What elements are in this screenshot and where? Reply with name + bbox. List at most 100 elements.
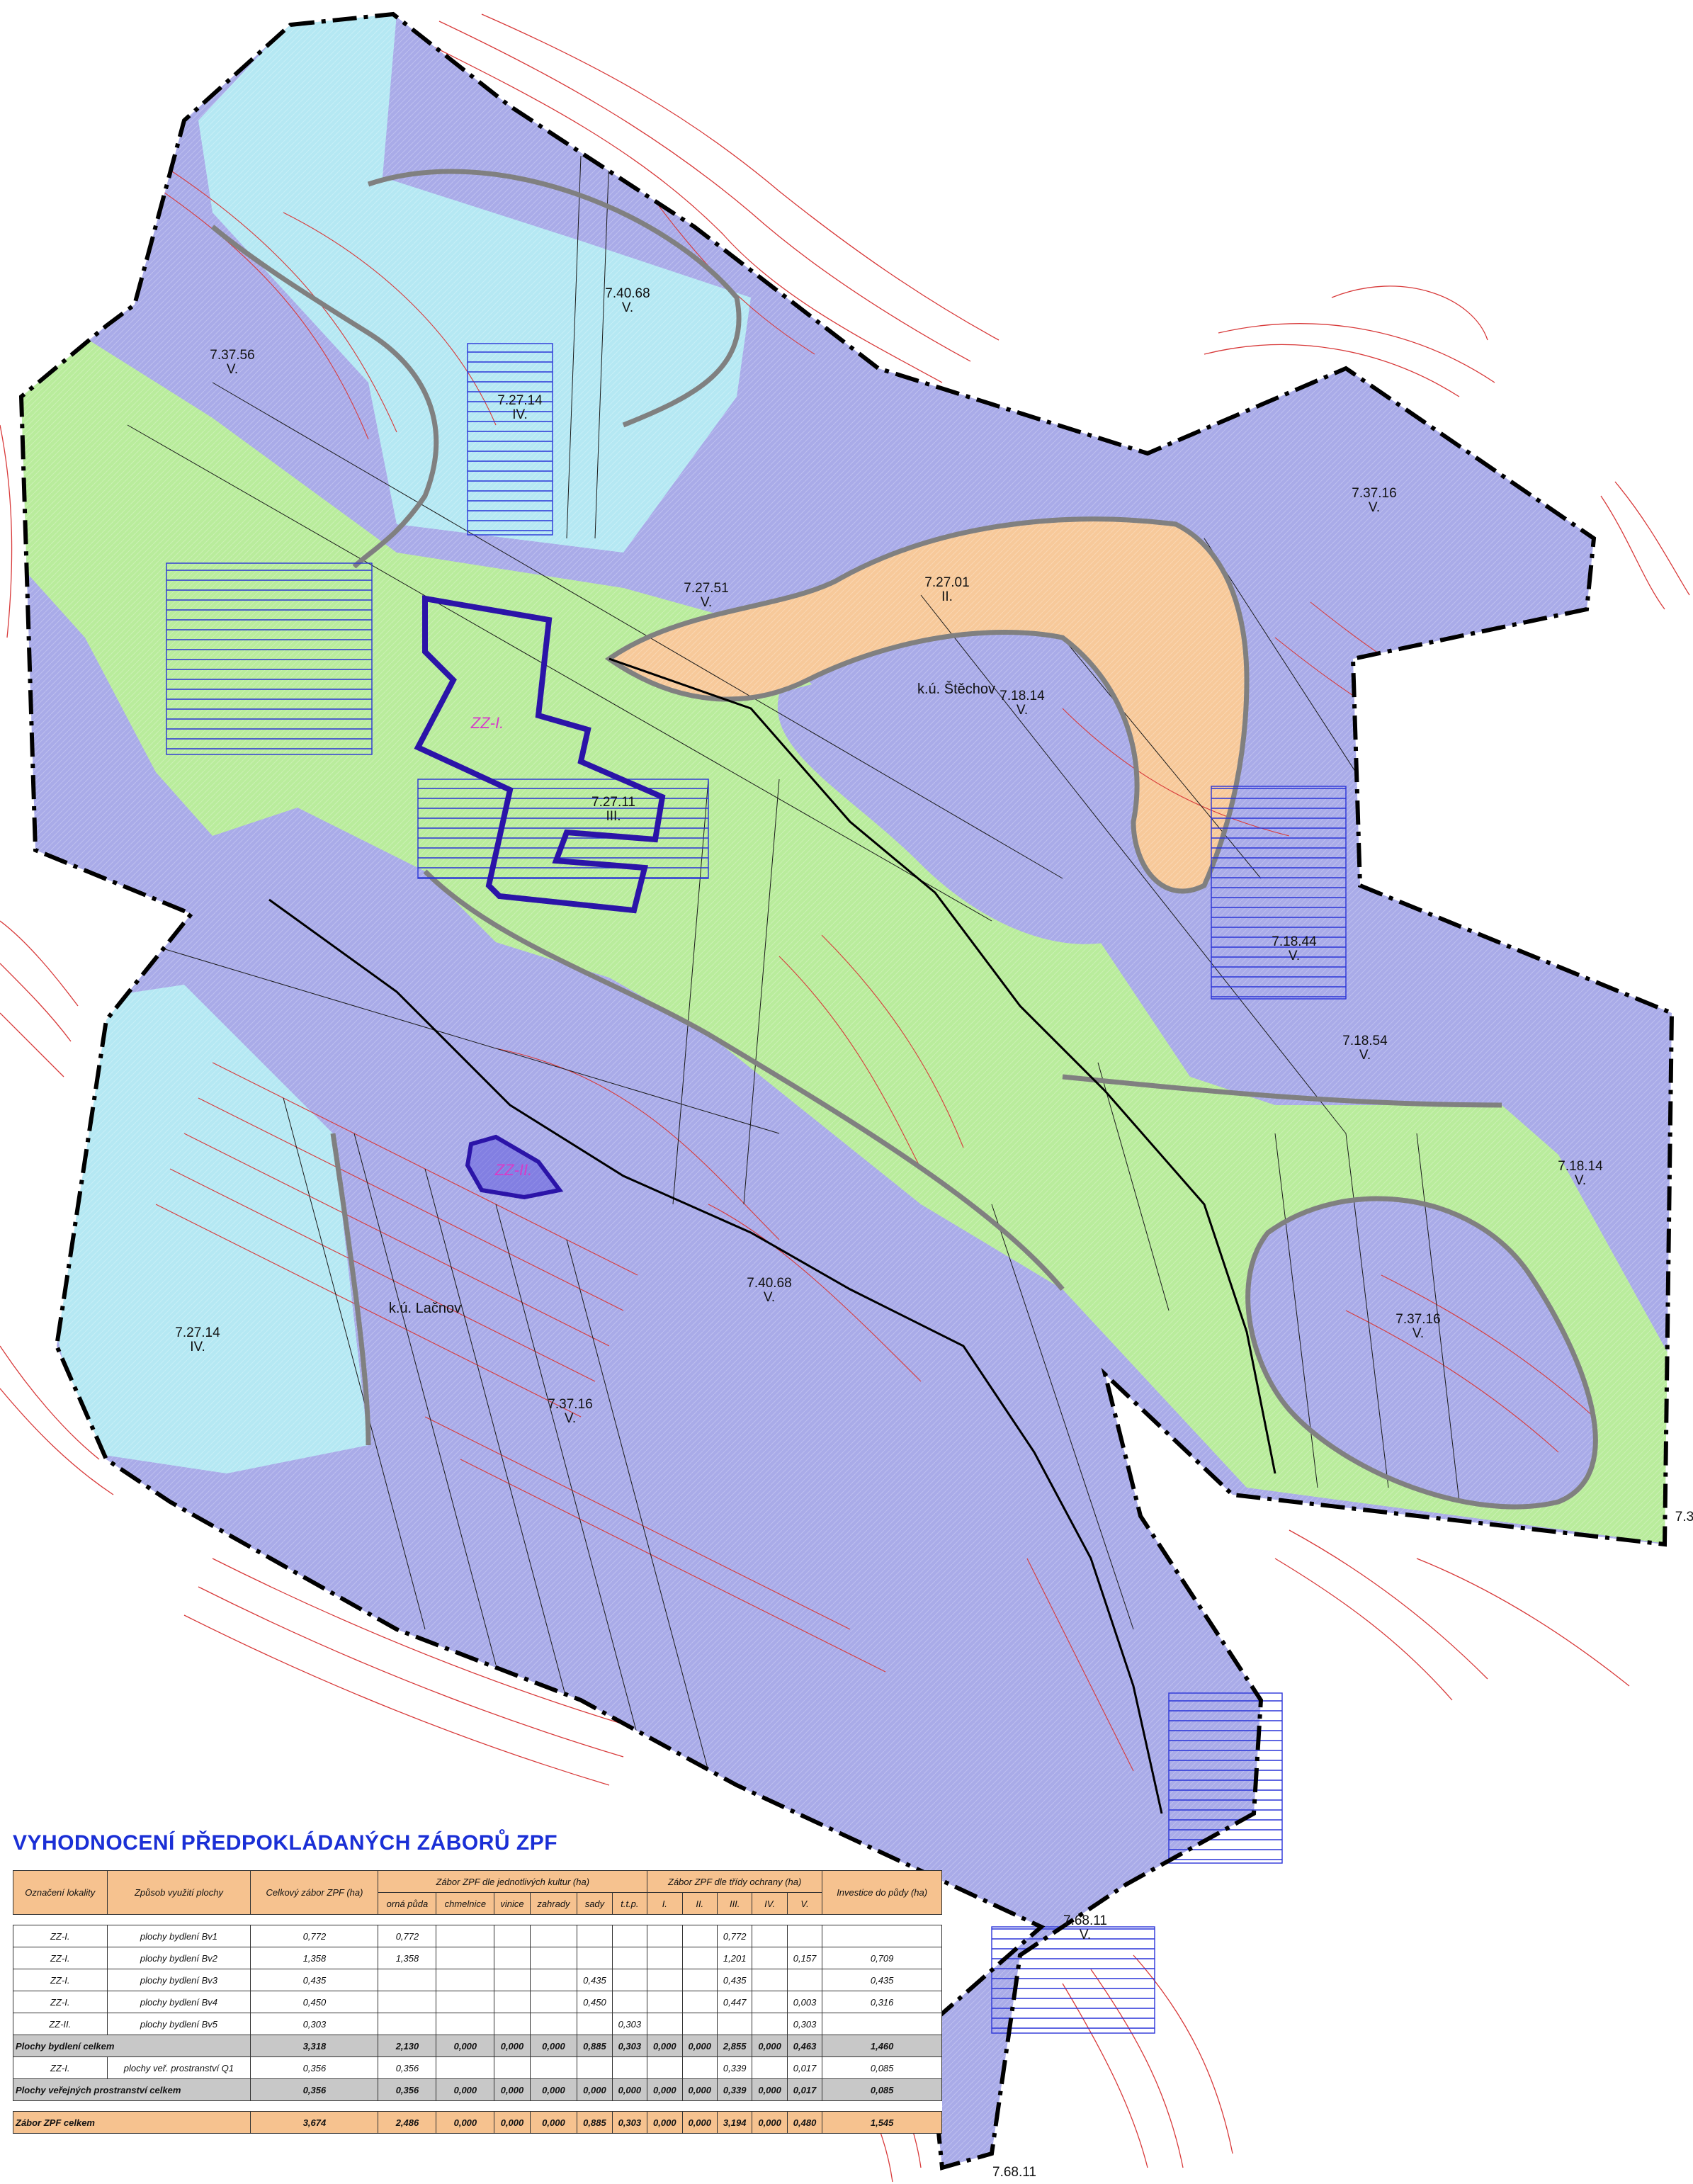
cell-ttp xyxy=(611,1991,648,2013)
cell-sum-label: Plochy veřejných prostranství celkem xyxy=(12,2078,251,2101)
cell-t1: 0,000 xyxy=(647,2035,683,2057)
cell-orna xyxy=(378,1991,437,2013)
cell-t1 xyxy=(647,1969,683,1991)
cadastral-boundary xyxy=(18,11,1675,2171)
cell-zpusob: plochy bydlení Bv1 xyxy=(106,1925,251,1947)
cell-chmel xyxy=(436,2013,495,2035)
cell-zahrady xyxy=(529,2013,578,2035)
bpej-class-label: V. xyxy=(1369,500,1380,515)
cell-t4 xyxy=(752,1969,788,1991)
cell-t5: 0,303 xyxy=(786,2013,823,2035)
header-ttp: t.t.p. xyxy=(611,1892,648,1915)
bpej-labels: 7.40.68V.7.37.56V.7.27.14IV.7.37.16V.7.2… xyxy=(175,286,1603,1942)
cell-t3: 1,201 xyxy=(716,1947,753,1969)
cell-zahrady xyxy=(529,1947,578,1969)
cell-t4: 0,000 xyxy=(752,2111,788,2134)
cell-t4 xyxy=(752,2056,788,2079)
bpej-class-label: V. xyxy=(565,1411,576,1426)
bpej-class-label: V. xyxy=(701,595,712,610)
bpej-class-label: V. xyxy=(1080,1928,1091,1942)
header-zahrady: zahrady xyxy=(529,1892,578,1915)
bpej-code-label: 7.27.11 xyxy=(591,795,635,810)
class-boundaries xyxy=(210,169,1598,1510)
gap-cell xyxy=(13,1914,942,1925)
header-investice: Investice do půdy (ha) xyxy=(822,1870,942,1915)
cell-t4: 0,000 xyxy=(752,2078,788,2101)
cell-orna: 0,356 xyxy=(378,2056,437,2079)
cell-inv: 0,085 xyxy=(822,2056,942,2079)
cell-t4 xyxy=(752,1947,788,1969)
cell-total: 0,356 xyxy=(250,2056,379,2079)
cell-t3: 0,447 xyxy=(716,1991,753,2013)
bpej-code-label: 7.37.16 xyxy=(548,1397,592,1412)
cell-vinice xyxy=(494,1947,531,1969)
parcel-lines xyxy=(70,155,1460,1772)
header-trida-1: I. xyxy=(647,1892,683,1915)
cell-ttp xyxy=(611,1947,648,1969)
cell-zpusob: plochy bydlení Bv4 xyxy=(106,1991,251,2013)
cell-t2 xyxy=(681,1947,718,1969)
cell-orna: 2,130 xyxy=(378,2035,437,2057)
table-title: VYHODNOCENÍ PŘEDPOKLÁDANÝCH ZÁBORŮ ZPF xyxy=(13,1831,558,1855)
cell-t3 xyxy=(716,2013,753,2035)
bpej-code-label: 7.27.01 xyxy=(924,575,969,590)
cell-zpusob: plochy bydlení Bv3 xyxy=(106,1969,251,1991)
cell-vinice xyxy=(494,1969,531,1991)
cell-total: 0,772 xyxy=(250,1925,379,1947)
cell-t1 xyxy=(647,1925,683,1947)
bpej-class-label: V. xyxy=(1017,703,1028,718)
table-gap-row xyxy=(13,2100,942,2112)
header-orna: orná půda xyxy=(378,1892,437,1915)
cell-t2: 0,000 xyxy=(681,2111,718,2134)
cell-inv xyxy=(822,2013,942,2035)
cell-sady: 0,885 xyxy=(577,2035,613,2057)
cell-t3: 3,194 xyxy=(716,2111,753,2134)
cell-ttp: 0,303 xyxy=(611,2013,648,2035)
cell-t4: 0,000 xyxy=(752,2035,788,2057)
bottom-bpej-label: 7.68.11 xyxy=(992,2165,1036,2180)
cell-t1: 0,000 xyxy=(647,2078,683,2101)
cell-chmel xyxy=(436,1991,495,2013)
bpej-class-label: V. xyxy=(227,362,238,377)
cell-orna: 2,486 xyxy=(378,2111,437,2134)
cell-orna xyxy=(378,1969,437,1991)
bpej-class-label: V. xyxy=(622,300,633,315)
cell-orna: 1,358 xyxy=(378,1947,437,1969)
cell-zahrady: 0,000 xyxy=(529,2078,578,2101)
cell-ttp xyxy=(611,1969,648,1991)
cell-zahrady xyxy=(529,1969,578,1991)
cell-t2 xyxy=(681,1969,718,1991)
cell-ttp: 0,303 xyxy=(611,2035,648,2057)
cell-total: 0,303 xyxy=(250,2013,379,2035)
bpej-code-label: 7.18.14 xyxy=(1000,689,1045,703)
zpf-evaluation-table: Označení lokality Způsob využití plochy … xyxy=(12,1870,942,2134)
header-trida-4: IV. xyxy=(752,1892,788,1915)
bpej-code-label: 7.18.54 xyxy=(1342,1034,1388,1048)
cell-inv: 0,316 xyxy=(822,1991,942,2013)
cell-t5: 0,463 xyxy=(786,2035,823,2057)
cell-lokalita: ZZ-I. xyxy=(13,1947,108,1969)
bpej-class-label: V. xyxy=(1575,1173,1586,1188)
cell-sady: 0,450 xyxy=(577,1991,613,2013)
road-line xyxy=(608,657,1276,1474)
road-line-west xyxy=(268,898,1163,1814)
cell-lokalita: ZZ-I. xyxy=(13,1925,108,1947)
bpej-code-label: 7.37.16 xyxy=(1395,1312,1440,1327)
bpej-code-label: 7.27.14 xyxy=(175,1325,220,1340)
bpej-code-label: 7.27.14 xyxy=(497,393,543,408)
cell-t2: 0,000 xyxy=(681,2035,718,2057)
header-oznaceni: Označení lokality xyxy=(13,1870,108,1915)
cell-total: 3,674 xyxy=(250,2111,379,2134)
cell-inv: 0,085 xyxy=(822,2078,942,2101)
zz-ii-outline xyxy=(465,1134,564,1200)
cell-zahrady xyxy=(529,1925,578,1947)
